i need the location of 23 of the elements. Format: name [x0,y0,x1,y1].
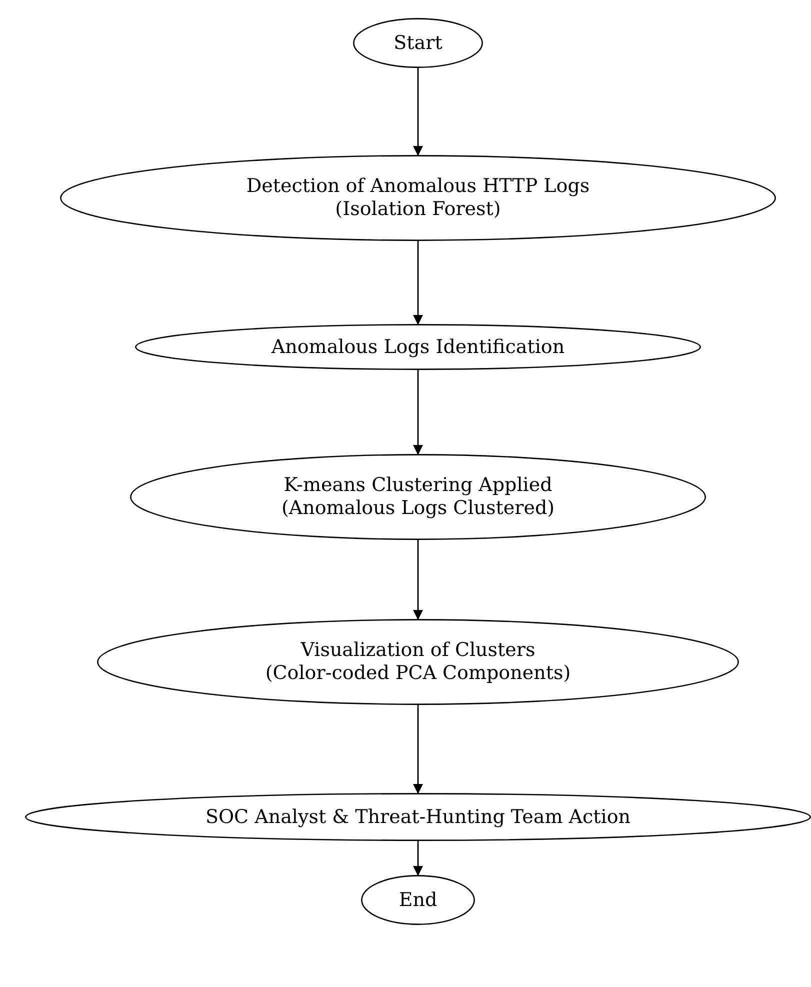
node-label: Anomalous Logs Identification [271,336,565,358]
node-label: (Anomalous Logs Clustered) [281,497,555,520]
ellipse-node [97,619,739,705]
arrow [413,841,423,876]
node-label: End [398,888,438,912]
node-label: Visualization of Clusters [300,639,536,662]
node-label: (Isolation Forest) [335,198,501,221]
arrow [413,705,423,794]
ellipse-node [60,155,776,241]
arrow [413,68,423,156]
ellipse-node [353,18,483,68]
arrow [413,370,423,455]
node-label: (Color-coded PCA Components) [265,662,571,685]
arrow [413,241,423,325]
ellipse-node [361,875,475,925]
ellipse-node [135,324,701,370]
arrow [413,540,423,620]
ellipse-node [25,793,811,841]
ellipse-node [130,454,706,540]
node-label: SOC Analyst & Threat-Hunting Team Action [205,806,631,828]
node-label: Start [394,32,442,54]
node-label: Detection of Anomalous HTTP Logs [246,175,590,198]
node-label: K-means Clustering Applied [284,474,552,497]
